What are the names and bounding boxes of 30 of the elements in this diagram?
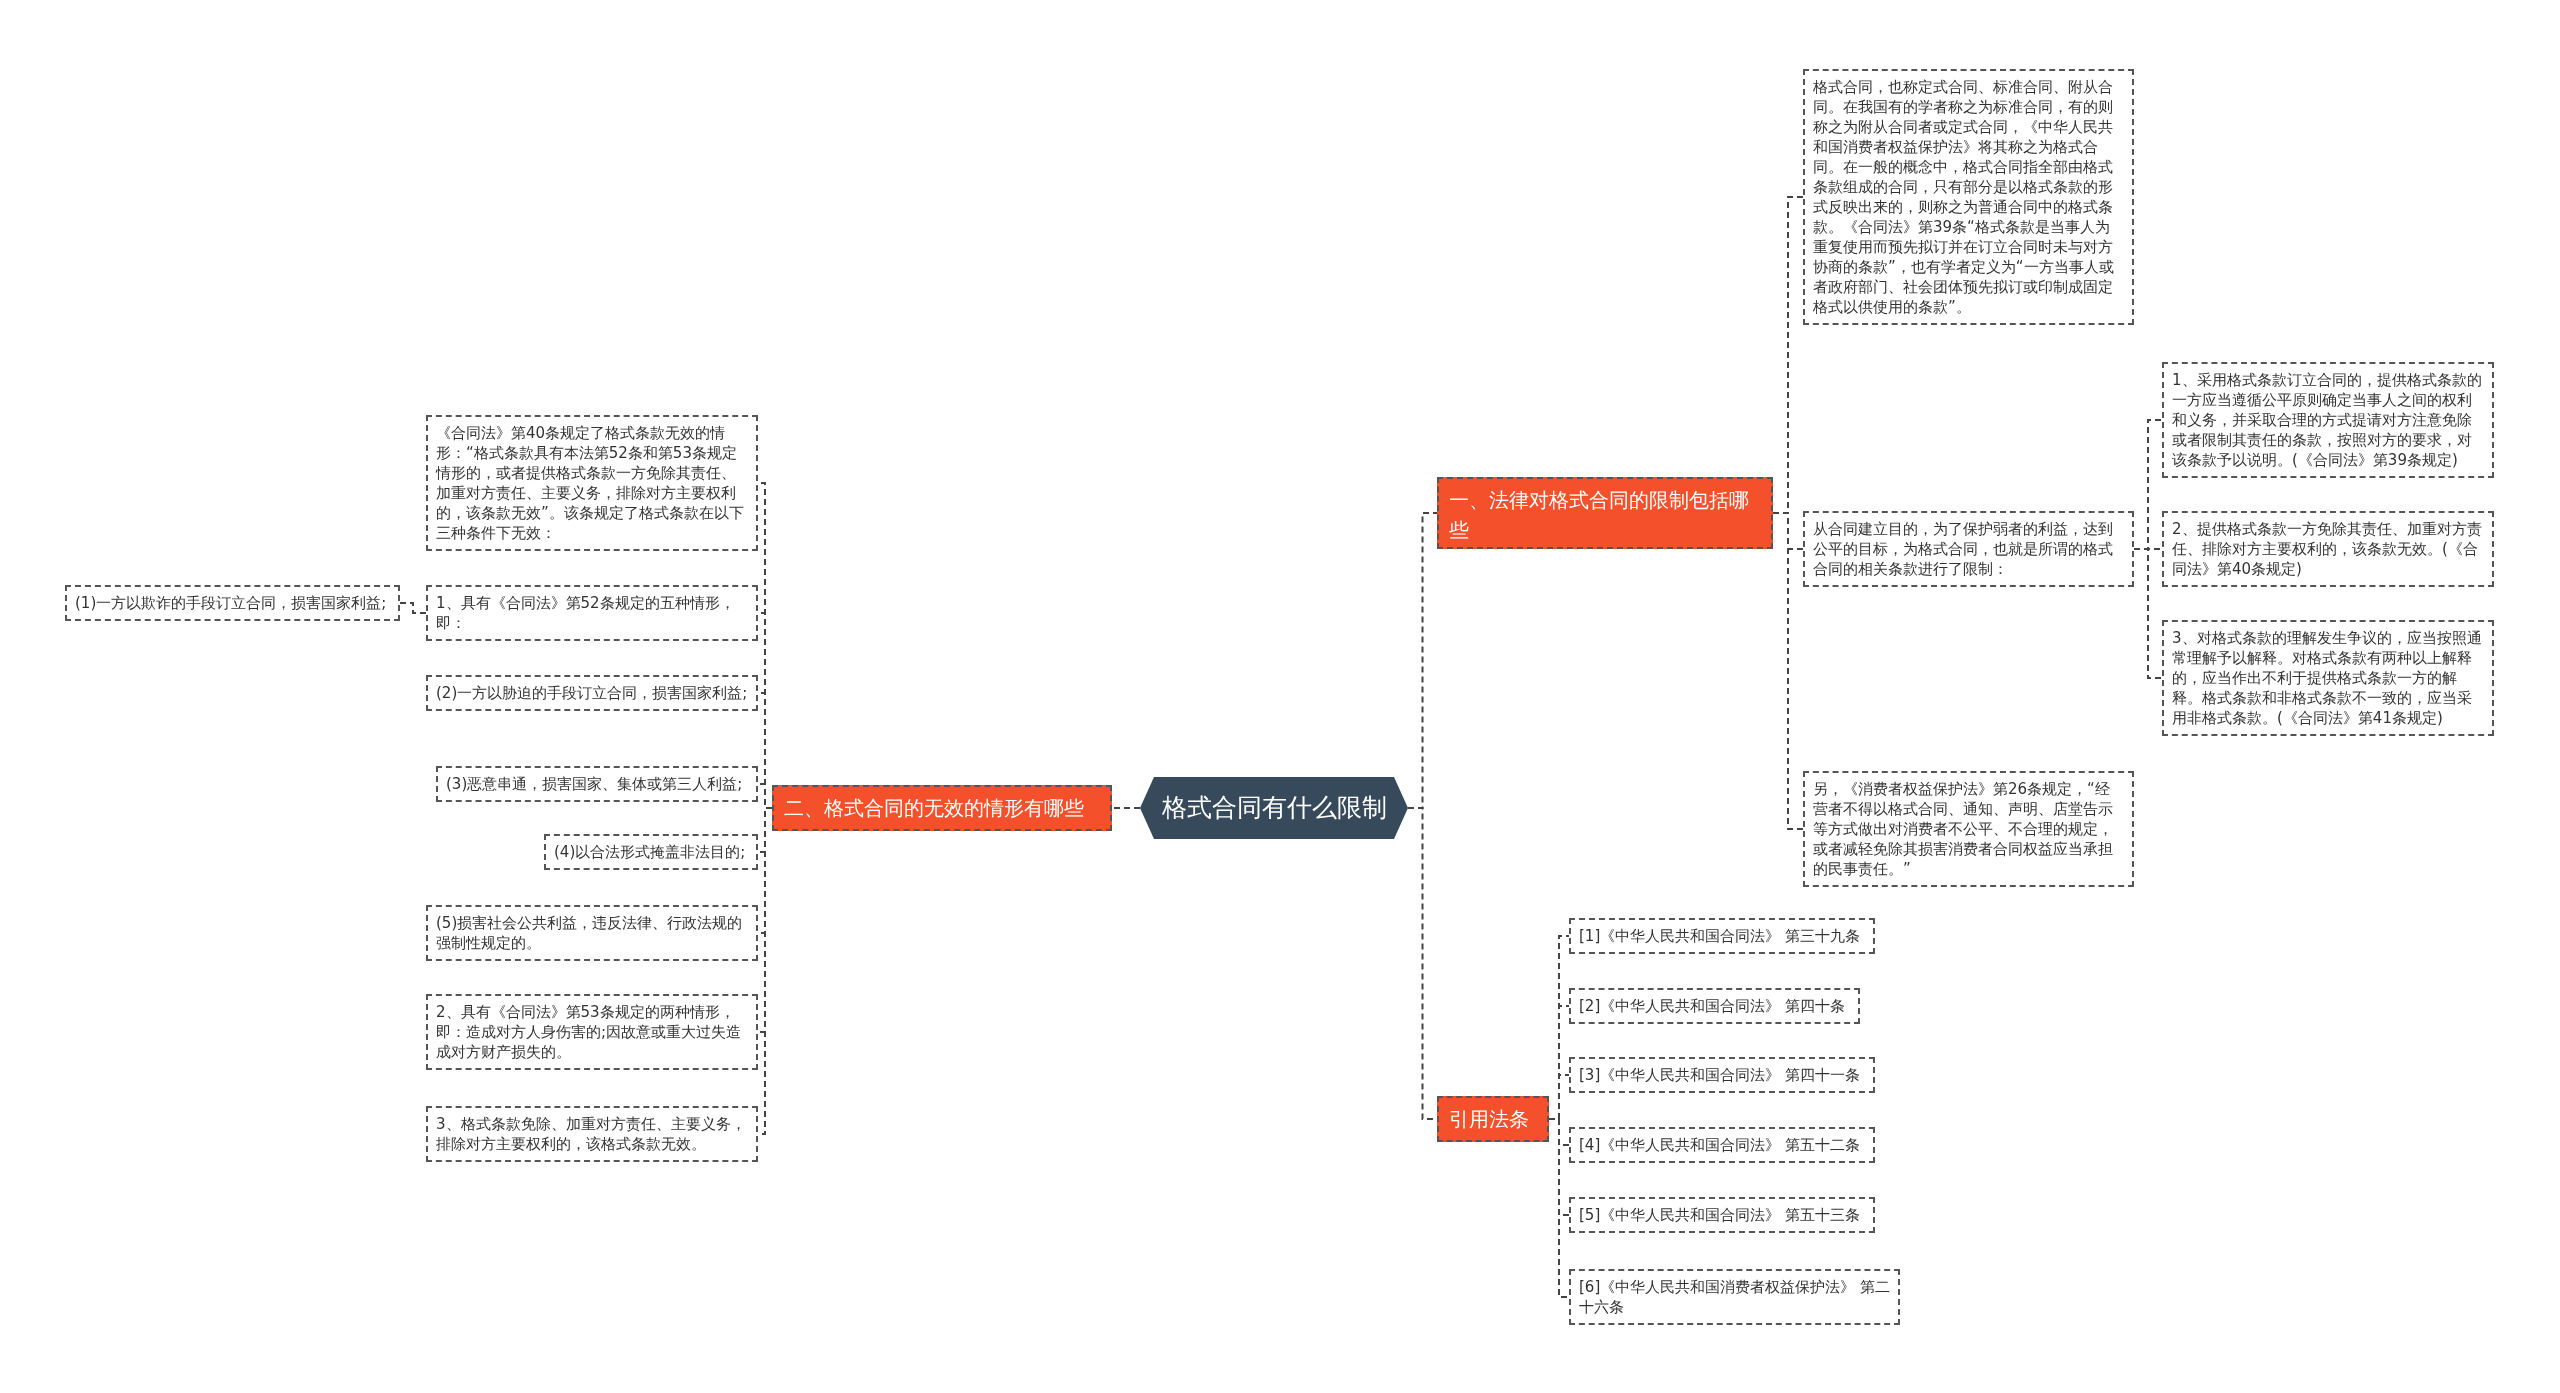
text-box: 3、格式条款免除、加重对方责任、主要义务，排除对方主要权利的，该格式条款无效。 (426, 1106, 758, 1162)
text-box: 另，《消费者权益保护法》第26条规定，“经营者不得以格式合同、通知、声明、店堂告示等方式做出对消费者不公平、不合理的规定，或者减轻免除其损害消费者合同权益应当承担的民事责任。” (1803, 771, 2134, 887)
text-box: (3)恶意串通，损害国家、集体或第三人利益; (436, 766, 758, 802)
text-box: [5]《中华人民共和国合同法》 第五十三条 (1569, 1197, 1875, 1233)
text-box: 格式合同，也称定式合同、标准合同、附从合同。在我国有的学者称之为标准合同，有的则称之为附从合同者或定式合同，《中华人民共和国消费者权益保护法》将其称之为格式合同。在一般的概念中，格式合同指全部由格式条款组成的合同，只有部分是以格式条款的形式反映出来的，则称之为普通合同中的格式条款。《合同法》第39条“格式条款是当事人为重复使用而预先拟订并在订立合同时未与对方协商的条款”，也有学者定义为“一方当事人或者政府部门、社会团体预先拟订或印制成固定格式以供使用的条款”。 (1803, 69, 2134, 325)
text-box: (5)损害社会公共利益，违反法律、行政法规的强制性规定的。 (426, 905, 758, 961)
text-box: [1]《中华人民共和国合同法》 第三十九条 (1569, 918, 1875, 954)
central-topic: 格式合同有什么限制 (1140, 777, 1408, 839)
text-box: 2、具有《合同法》第53条规定的两种情形，即：造成对方人身伤害的;因故意或重大过失造成对方财产损失的。 (426, 994, 758, 1070)
text-box: 1、具有《合同法》第52条规定的五种情形，即： (426, 585, 758, 641)
text-box: 《合同法》第40条规定了格式条款无效的情形：“格式条款具有本法第52条和第53条规定情形的，或者提供格式条款一方免除其责任、加重对方责任、主要义务，排除对方主要权利的，该条款无效”。该条规定了格式条款在以下三种条件下无效： (426, 415, 758, 551)
text-box: 从合同建立目的，为了保护弱者的利益，达到公平的目标，为格式合同，也就是所谓的格式合同的相关条款进行了限制： (1803, 511, 2134, 587)
connector-line (2133, 548, 2163, 679)
branch-topic: 一、法律对格式合同的限制包括哪些 (1437, 477, 1773, 549)
connector-line (1548, 1118, 1570, 1298)
text-box: 1、采用格式条款订立合同的，提供格式条款的一方应当遵循公平原则确定当事人之间的权利和义务，并采取合理的方式提请对方注意免除或者限制其责任的条款，按照对方的要求，对该条款予以说明。(《合同法》第39条规定) (2162, 362, 2494, 478)
text-box: [2]《中华人民共和国合同法》 第四十条 (1569, 988, 1860, 1024)
text-box: 3、对格式条款的理解发生争议的，应当按照通常理解予以解释。对格式条款有两种以上解释的，应当作出不利于提供格式条款一方的解释。格式条款和非格式条款不一致的，应当采用非格式条款。(《合同法》第41条规定) (2162, 620, 2494, 736)
text-box: (2)一方以胁迫的手段订立合同，损害国家利益; (426, 675, 758, 711)
text-box: [3]《中华人民共和国合同法》 第四十一条 (1569, 1057, 1875, 1093)
text-box: (4)以合法形式掩盖非法目的; (544, 834, 758, 870)
text-box: [6]《中华人民共和国消费者权益保护法》 第二十六条 (1569, 1269, 1900, 1325)
connector-line (1772, 512, 1804, 830)
connector-line (399, 602, 427, 614)
text-box: (1)一方以欺诈的手段订立合同，损害国家利益; (65, 585, 400, 621)
text-box: 2、提供格式条款一方免除其责任、加重对方责任、排除对方主要权利的，该条款无效。(《合同法》第40条规定) (2162, 511, 2494, 587)
text-box: [4]《中华人民共和国合同法》 第五十二条 (1569, 1127, 1875, 1163)
branch-topic: 引用法条 (1437, 1096, 1549, 1142)
branch-topic: 二、格式合同的无效的情形有哪些 (772, 785, 1112, 831)
connector-line (1111, 807, 1141, 809)
